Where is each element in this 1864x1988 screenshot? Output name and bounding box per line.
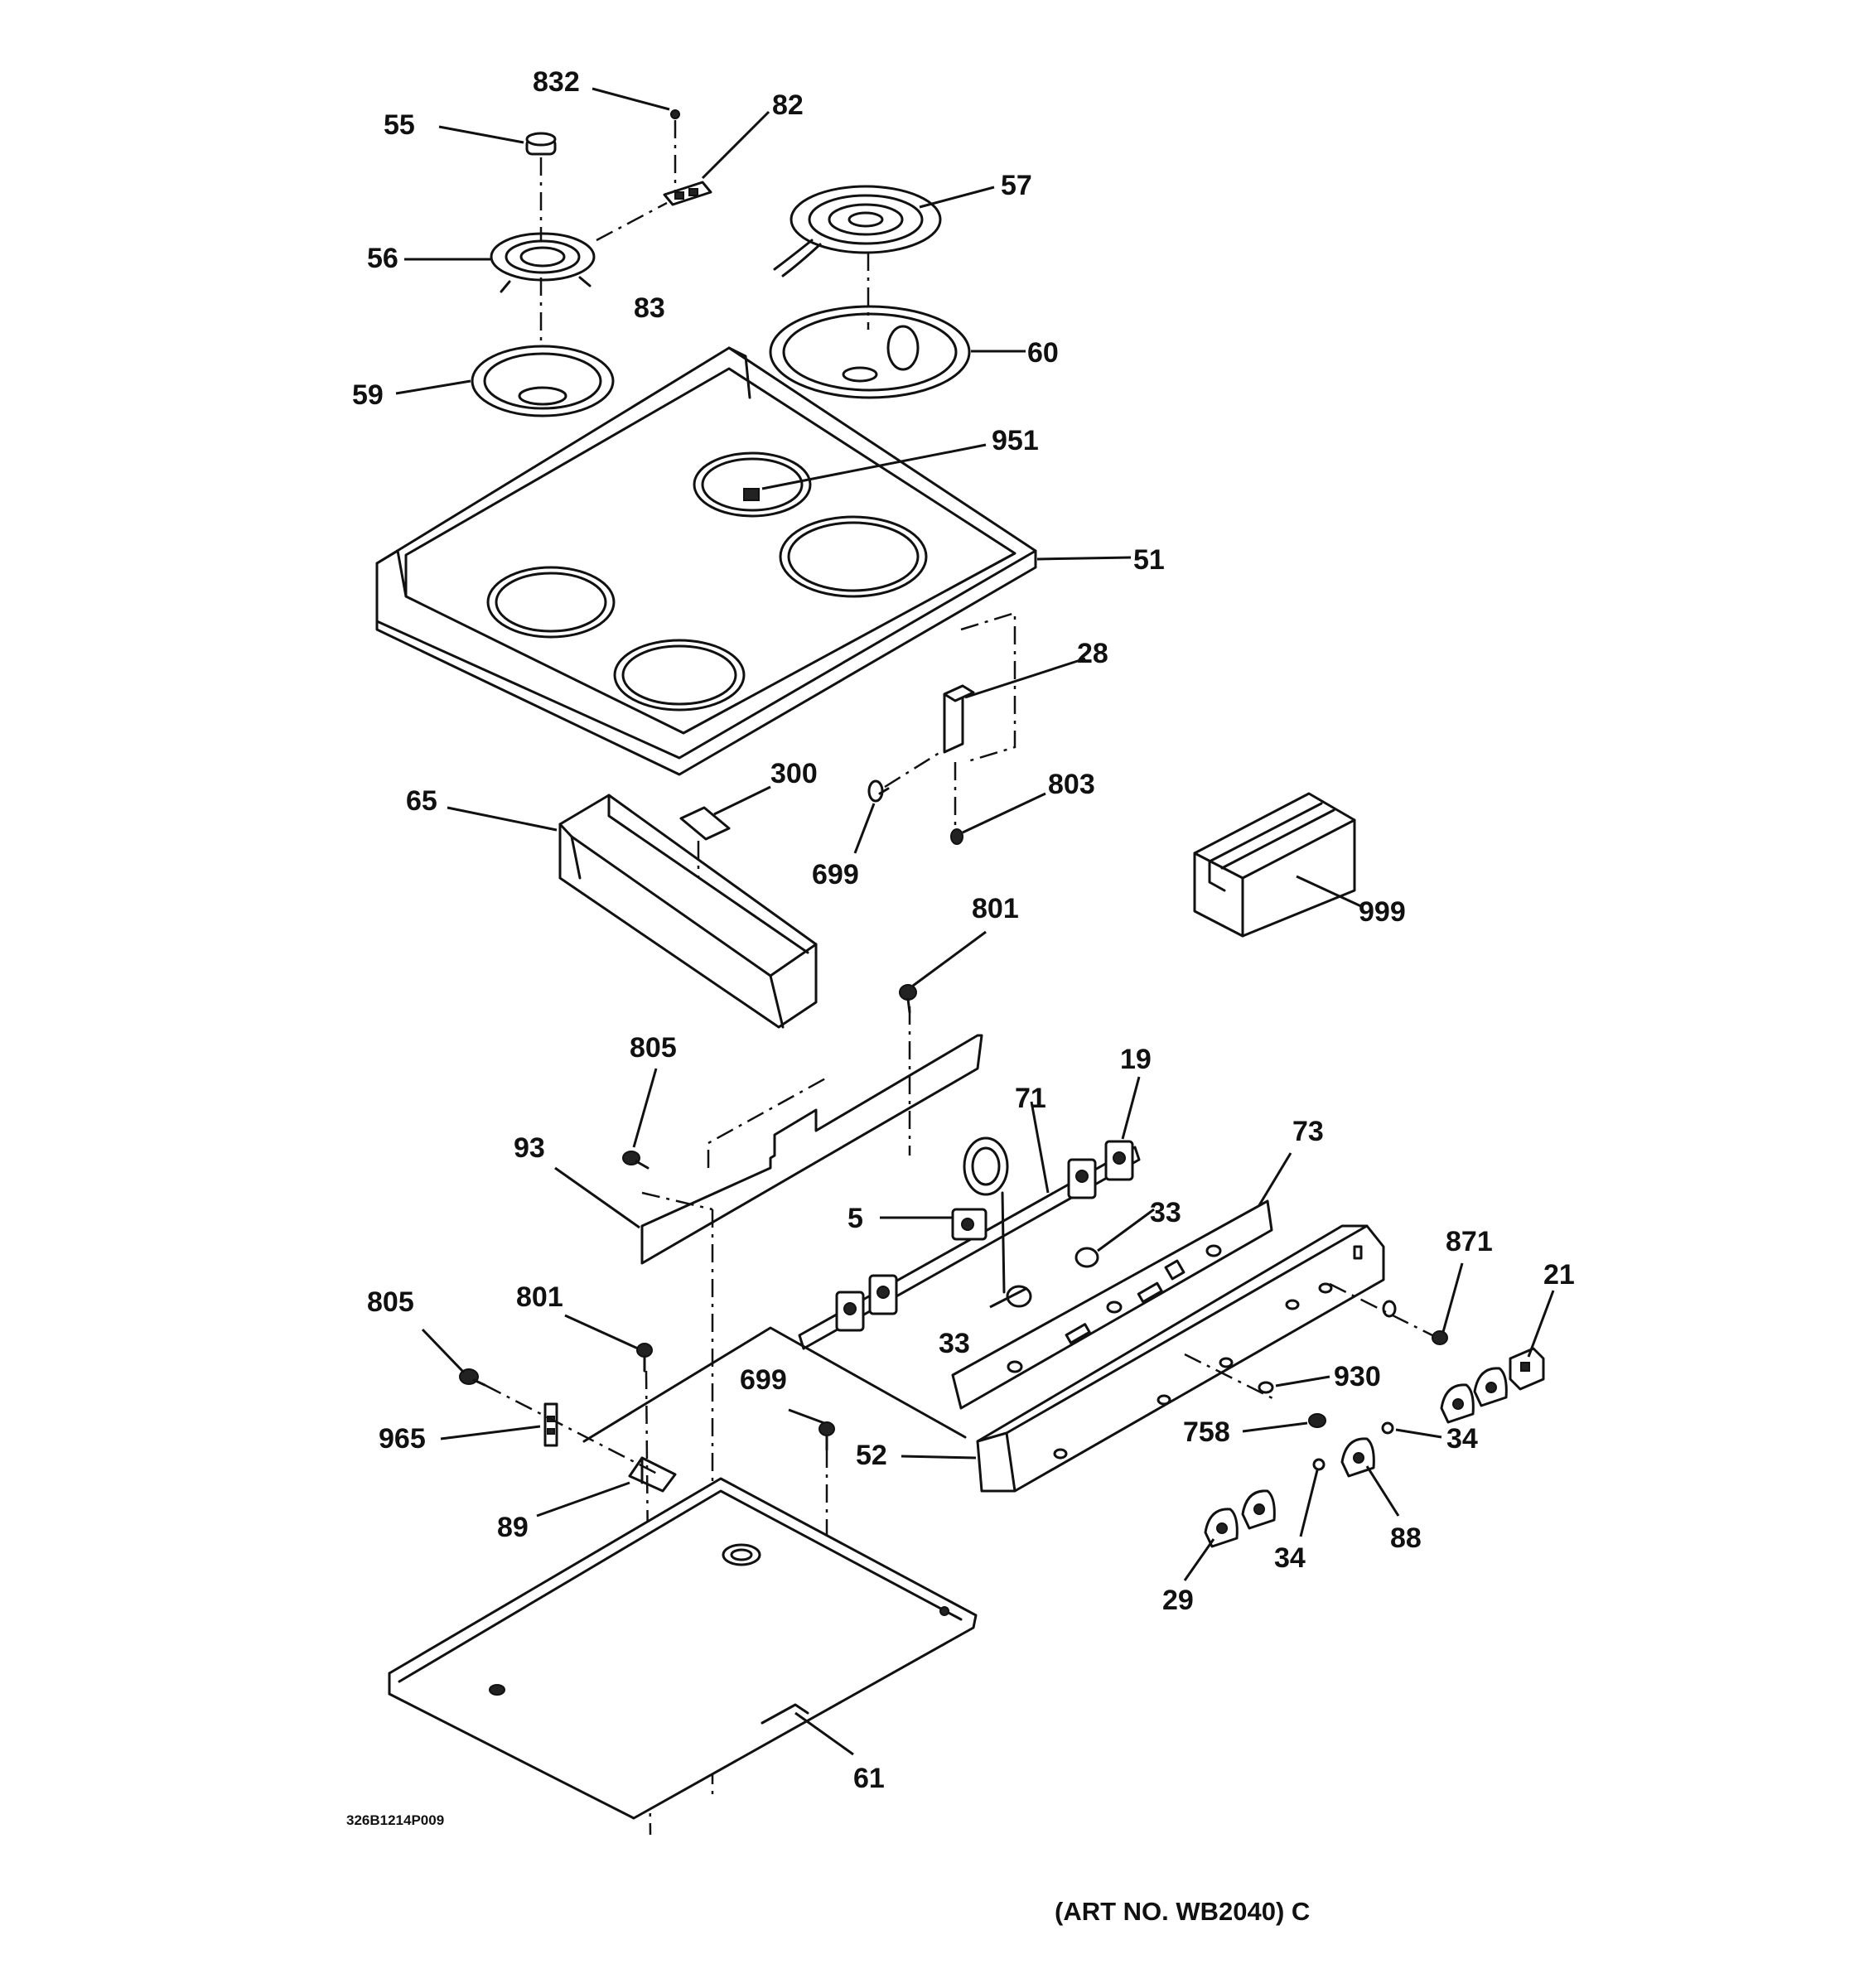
callout-930: 930 <box>1334 1361 1381 1392</box>
art-number: (ART NO. WB2040) C <box>1055 1897 1310 1926</box>
bracket-28 <box>943 684 975 754</box>
callout-34-right: 34 <box>1446 1423 1478 1455</box>
callout-88: 88 <box>1390 1522 1422 1554</box>
surface-knobs-88 <box>1340 1367 1508 1478</box>
callout-19: 19 <box>1120 1044 1152 1075</box>
screw-805-lower <box>459 1368 486 1387</box>
callout-83: 83 <box>634 292 665 324</box>
callout-55: 55 <box>384 109 415 141</box>
callout-801-upper: 801 <box>972 893 1019 924</box>
washer-930-upper <box>1382 1300 1397 1318</box>
callout-93: 93 <box>514 1132 545 1164</box>
callout-73: 73 <box>1292 1116 1324 1147</box>
screw-803 <box>950 828 963 845</box>
spring-34-lower <box>1312 1458 1326 1471</box>
oven-knobs-29 <box>1204 1489 1276 1548</box>
callout-832: 832 <box>533 66 580 98</box>
knob-insert-33-lower <box>1006 1285 1032 1308</box>
callout-33-lower: 33 <box>939 1328 970 1359</box>
bracket-965 <box>543 1402 558 1447</box>
callout-89: 89 <box>497 1512 529 1543</box>
large-surface-unit-57 <box>773 185 942 277</box>
callout-965: 965 <box>379 1423 426 1455</box>
callout-805-lower: 805 <box>367 1286 414 1318</box>
callout-758: 758 <box>1183 1416 1230 1448</box>
callout-56: 56 <box>367 243 398 274</box>
heat-shield-93 <box>640 1034 983 1265</box>
knob-21 <box>1509 1347 1545 1391</box>
screw-699-lower <box>819 1421 835 1451</box>
screw-699-top <box>867 779 890 803</box>
callout-51: 51 <box>1133 544 1165 576</box>
callout-871: 871 <box>1446 1226 1493 1257</box>
screw-801-lower <box>636 1343 653 1373</box>
cap-55 <box>525 132 557 156</box>
callout-699-lower: 699 <box>740 1364 787 1396</box>
channel-65 <box>558 794 818 1029</box>
bracket-89 <box>628 1456 677 1493</box>
callout-60: 60 <box>1027 337 1059 369</box>
control-panel-73 <box>951 1199 1273 1410</box>
clock-timer-5 <box>951 1136 1009 1294</box>
callout-57: 57 <box>1001 170 1032 201</box>
callout-82: 82 <box>772 89 804 121</box>
screw-801-top <box>899 984 917 1014</box>
knob-insert-33-upper <box>1074 1247 1099 1268</box>
callout-801-lower: 801 <box>516 1281 563 1313</box>
callout-61: 61 <box>853 1763 885 1794</box>
strip-300 <box>679 806 731 841</box>
callout-71: 71 <box>1015 1083 1046 1114</box>
callout-699-upper: 699 <box>812 859 859 890</box>
callout-65: 65 <box>406 785 437 817</box>
drawing-code: 326B1214P009 <box>346 1812 444 1828</box>
drip-pan-59 <box>471 345 615 417</box>
callout-59: 59 <box>352 379 384 411</box>
callout-999: 999 <box>1359 896 1406 928</box>
callout-803: 803 <box>1048 769 1095 800</box>
callout-33-upper: 33 <box>1150 1197 1181 1228</box>
callout-34-lower: 34 <box>1274 1542 1306 1574</box>
callout-labels: 832 55 82 56 83 57 59 60 951 51 28 65 30… <box>352 66 1575 1794</box>
callout-21: 21 <box>1543 1259 1575 1291</box>
callout-951: 951 <box>992 425 1039 456</box>
screw-871 <box>1432 1330 1448 1345</box>
screw-832 <box>670 109 680 119</box>
screw-758 <box>1308 1413 1326 1428</box>
backguard-52 <box>976 1224 1385 1493</box>
callout-28: 28 <box>1077 638 1108 669</box>
washer-930-lower <box>1258 1381 1274 1394</box>
callout-5: 5 <box>847 1203 863 1234</box>
callout-300: 300 <box>770 758 818 789</box>
cooktop-51 <box>375 346 1037 776</box>
infinite-switches-19 <box>835 1140 1134 1332</box>
small-surface-unit-56 <box>490 232 596 293</box>
callout-805-upper: 805 <box>630 1032 677 1064</box>
spring-34-right <box>1381 1421 1394 1435</box>
bottom-tray-61 <box>388 1477 978 1820</box>
terminal-block-82 <box>663 181 712 206</box>
drip-pan-60 <box>769 305 971 399</box>
screw-805-top <box>622 1151 650 1170</box>
callout-29: 29 <box>1162 1585 1194 1616</box>
callout-52: 52 <box>856 1440 887 1471</box>
callout-leaders <box>395 87 1555 1756</box>
literature-package-999 <box>1193 792 1356 938</box>
